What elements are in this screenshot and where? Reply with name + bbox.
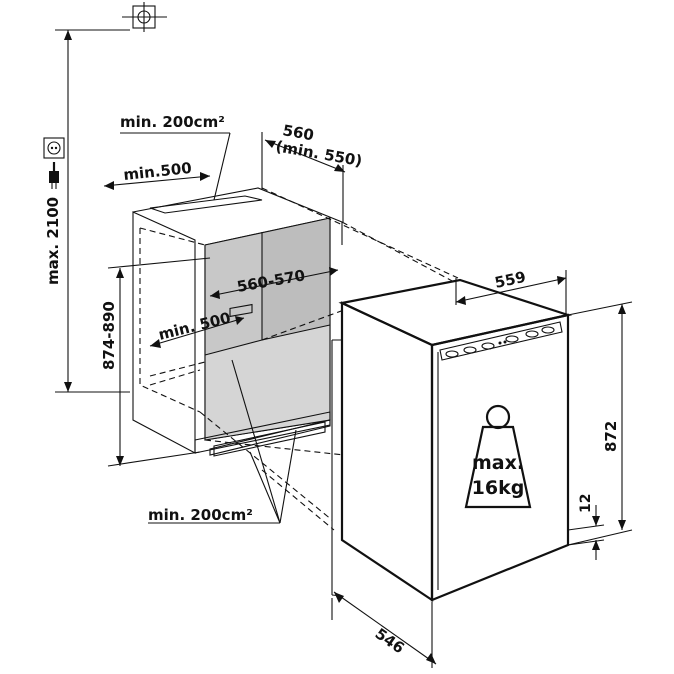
niche-height-dimension: 874-890: [100, 257, 211, 467]
niche-depth-min-label: (min. 550): [274, 137, 363, 170]
niche-depth-label: 560: [281, 121, 315, 144]
appliance-unit: [331, 278, 573, 603]
projection-lines: [199, 187, 459, 531]
weight-icon: max. 16kg: [464, 404, 532, 509]
water-connection-icon: [122, 2, 167, 32]
unit-depth-dimension: 546: [331, 591, 437, 668]
plinth-dimension: 12: [567, 494, 605, 560]
weight-value-label: 16kg: [472, 477, 525, 499]
unit-depth-label: 546: [372, 625, 408, 658]
max-height-dimension: max. 2100: [44, 29, 130, 393]
bottom-vent-label: min. 200cm²: [148, 506, 253, 524]
weight-max-label: max.: [472, 452, 524, 474]
socket-icon: [43, 137, 65, 159]
unit-height-label: 872: [602, 421, 620, 452]
top-vent-label: min. 200cm²: [120, 113, 225, 131]
top-vent-callout: min. 200cm²: [120, 113, 231, 201]
control-panel: [445, 326, 555, 358]
top-depth-min-dimension: min.500: [103, 159, 211, 190]
plug-icon: [49, 162, 59, 189]
bottom-vent-callout: min. 200cm²: [148, 359, 297, 524]
niche-height-label: 874-890: [100, 301, 118, 370]
niche-depth-dimension: 560 (min. 550): [261, 121, 364, 222]
max-height-label: max. 2100: [44, 197, 62, 285]
unit-height-dimension: 872: [567, 301, 633, 546]
top-depth-min-label: min.500: [123, 159, 193, 184]
unit-width-label: 559: [493, 268, 527, 292]
plinth-label: 12: [578, 494, 594, 513]
